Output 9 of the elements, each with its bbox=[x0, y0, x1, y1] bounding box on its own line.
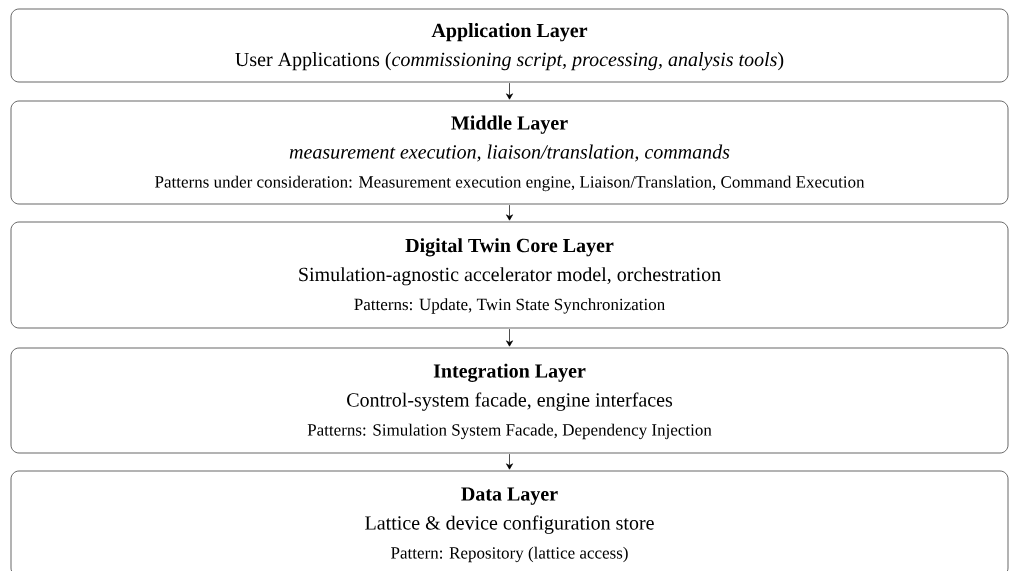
layer-box: Application Layer User Applications (commissioning script, processing, analysis tools) bbox=[10, 8, 1009, 83]
layer-box: Digital Twin Core Layer Simulation-agnostic accelerator model, orchestration Patterns: Update, Twin State Synchronization bbox=[10, 221, 1009, 329]
arrow bbox=[506, 82, 513, 100]
arrow bbox=[506, 328, 513, 347]
arrow bbox=[506, 453, 513, 470]
layer-box: Middle Layer measurement execution, liaison/translation, commands Patterns under consideration: Measurement execution engine, Liaison/Translation, Command Execution bbox=[10, 100, 1009, 205]
arrow bbox=[506, 204, 513, 221]
layer-box: Data Layer Lattice & device configuration store Pattern: Repository (lattice access) bbox=[10, 470, 1009, 571]
layer-box: Integration Layer Control-system facade, engine interfaces Patterns: Simulation System Facade, Dependency Injection bbox=[10, 347, 1009, 454]
